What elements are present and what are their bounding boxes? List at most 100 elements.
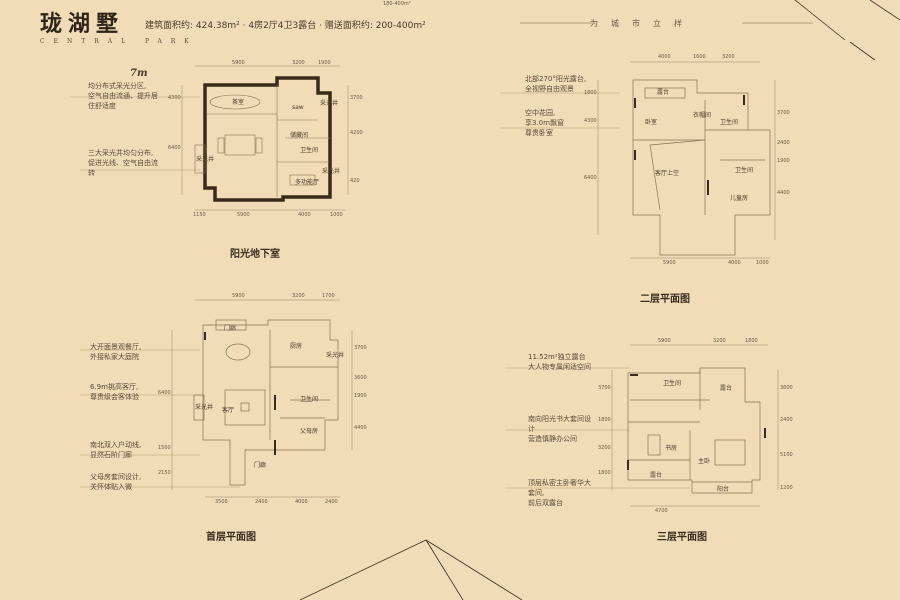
room-label: 阳台 xyxy=(717,486,730,493)
dimension: 3200 xyxy=(713,338,726,344)
dimension: 420 xyxy=(350,178,360,184)
basement-note: 三大采光井均匀分布, 促进光线、空气自由流转 xyxy=(88,149,158,177)
room-label: 采光井 xyxy=(195,404,214,411)
dimension: 4000 xyxy=(295,499,308,505)
dimension: 5100 xyxy=(780,452,793,458)
dimension: 1700 xyxy=(322,293,335,299)
basement-note: 均分布式采光分区, 空气自由流通、提升居住舒适度 xyxy=(88,82,158,110)
dimension: 6400 xyxy=(158,390,171,396)
dimension: 1200 xyxy=(780,485,793,491)
dimension: 4700 xyxy=(655,508,668,514)
dimension: 3500 xyxy=(215,499,228,505)
dimension-lines xyxy=(171,61,779,507)
floor1-note: 南北双入户动线, 显然石阶门廊 xyxy=(90,441,142,459)
floor1-note: 父母房套间设计, 关怀体贴入微 xyxy=(90,473,142,491)
dimension: 1800 xyxy=(584,90,597,96)
basement-plan xyxy=(194,76,332,202)
dimension: 2400 xyxy=(325,499,338,505)
dimension: 3200 xyxy=(292,293,305,299)
dimension: 1150 xyxy=(193,212,206,218)
dimension: 4400 xyxy=(777,190,790,196)
dimension: 4300 xyxy=(584,118,597,124)
floor2-title: 二层平面图 xyxy=(640,294,690,305)
room-label: 客厅 xyxy=(222,407,235,414)
dimension: 3200 xyxy=(722,54,735,60)
floor3-note: 顶层私密主卧奢华大套间, 前后双露台 xyxy=(528,479,591,507)
leader-lines xyxy=(70,92,690,489)
dimension: 2400 xyxy=(777,140,790,146)
room-label: 主卧 xyxy=(698,458,711,465)
room-label: 卫生间 xyxy=(735,167,754,174)
room-label: 卫生间 xyxy=(720,119,739,126)
floor2-note: 北部270°阳光露台, 全视野自由观景 xyxy=(525,75,587,93)
brand-english: CENTRAL PARK xyxy=(40,38,198,45)
decorative-lines xyxy=(299,0,900,600)
floor1-note: 大开面景观餐厅, 外接私家大庭院 xyxy=(90,343,142,361)
dimension: 5900 xyxy=(232,60,245,66)
dimension: 3700 xyxy=(354,345,367,351)
room-label: 门廊 xyxy=(224,325,237,332)
room-label: 露台 xyxy=(650,472,663,479)
room-label: 卫生间 xyxy=(300,396,319,403)
room-label: 卫生间 xyxy=(300,147,319,154)
dimension: 5900 xyxy=(237,212,250,218)
dimension: 1000 xyxy=(330,212,343,218)
floor3-plan xyxy=(627,367,766,494)
room-label: 采光井 xyxy=(320,100,339,107)
dimension: 1600 xyxy=(693,54,706,60)
room-label: 卧室 xyxy=(645,119,658,126)
room-label: 茶室 xyxy=(232,99,245,106)
dimension: 3200 xyxy=(598,445,611,451)
floor2-note: 空中花园, 享3.0m飘窗 尊贵卧室 xyxy=(525,109,564,137)
room-label: 客厅上空 xyxy=(655,170,680,177)
basement-title: 阳光地下室 xyxy=(230,249,280,260)
room-label: 采光井 xyxy=(322,168,341,175)
room-label: 书房 xyxy=(665,445,678,452)
room-label: 厨房 xyxy=(290,343,303,350)
floor1-plan xyxy=(193,319,339,486)
dimension: 5900 xyxy=(232,293,245,299)
dimension: 1000 xyxy=(756,260,769,266)
dimension: 4000 xyxy=(728,260,741,266)
floor3-title: 三层平面图 xyxy=(657,532,707,543)
dimension: 1900 xyxy=(354,393,367,399)
room-label: saw xyxy=(292,104,304,111)
dimension: 2150 xyxy=(158,470,171,476)
floor3-note: 11.52m²独立露台 大人物专属闲适空间 xyxy=(528,353,591,371)
floor1-title: 首层平面图 xyxy=(206,532,256,543)
brand-logo: 珑湖墅 xyxy=(40,11,125,37)
dimension: 1800 xyxy=(598,417,611,423)
dimension: 3200 xyxy=(292,60,305,66)
dimension: 6400 xyxy=(168,145,181,151)
dimension: 6400 xyxy=(584,175,597,181)
dimension: 1900 xyxy=(318,60,331,66)
room-label: 儿童房 xyxy=(730,195,749,202)
room-label: 父母房 xyxy=(300,428,319,435)
dimension: 4000 xyxy=(298,212,311,218)
dimension: 4300 xyxy=(168,95,181,101)
dimension: 5900 xyxy=(663,260,676,266)
room-label: 卫生间 xyxy=(663,380,682,387)
dimension: 1500 xyxy=(158,445,171,451)
room-label: 多功能厅 xyxy=(295,179,320,186)
dimension: 2400 xyxy=(255,499,268,505)
dimension: 3600 xyxy=(780,385,793,391)
specs-text: 建筑面积约: 424.38m² · 4房2厅4卫3露台 · 赠送面积约: 200… xyxy=(145,21,426,31)
room-label: 采光井 xyxy=(326,352,345,359)
dimension: 4400 xyxy=(354,425,367,431)
dimension: 3700 xyxy=(777,110,790,116)
room-label: 露台 xyxy=(657,89,670,96)
dimension: 3700 xyxy=(598,385,611,391)
dimension: 3600 xyxy=(354,375,367,381)
basement-note-heading: 7m xyxy=(130,68,148,79)
dimension: 2400 xyxy=(780,417,793,423)
floor2-plan xyxy=(632,79,771,256)
dimension: 4000 xyxy=(658,54,671,60)
room-label: 露台 xyxy=(720,385,733,392)
floor3-note: 南向阳光书大套间设计 营造慎静办公间 xyxy=(528,415,591,443)
room-label: 门廊 xyxy=(254,462,267,469)
dimension: 4200 xyxy=(350,130,363,136)
dimension: 1800 xyxy=(598,470,611,476)
dimension: 5900 xyxy=(658,338,671,344)
